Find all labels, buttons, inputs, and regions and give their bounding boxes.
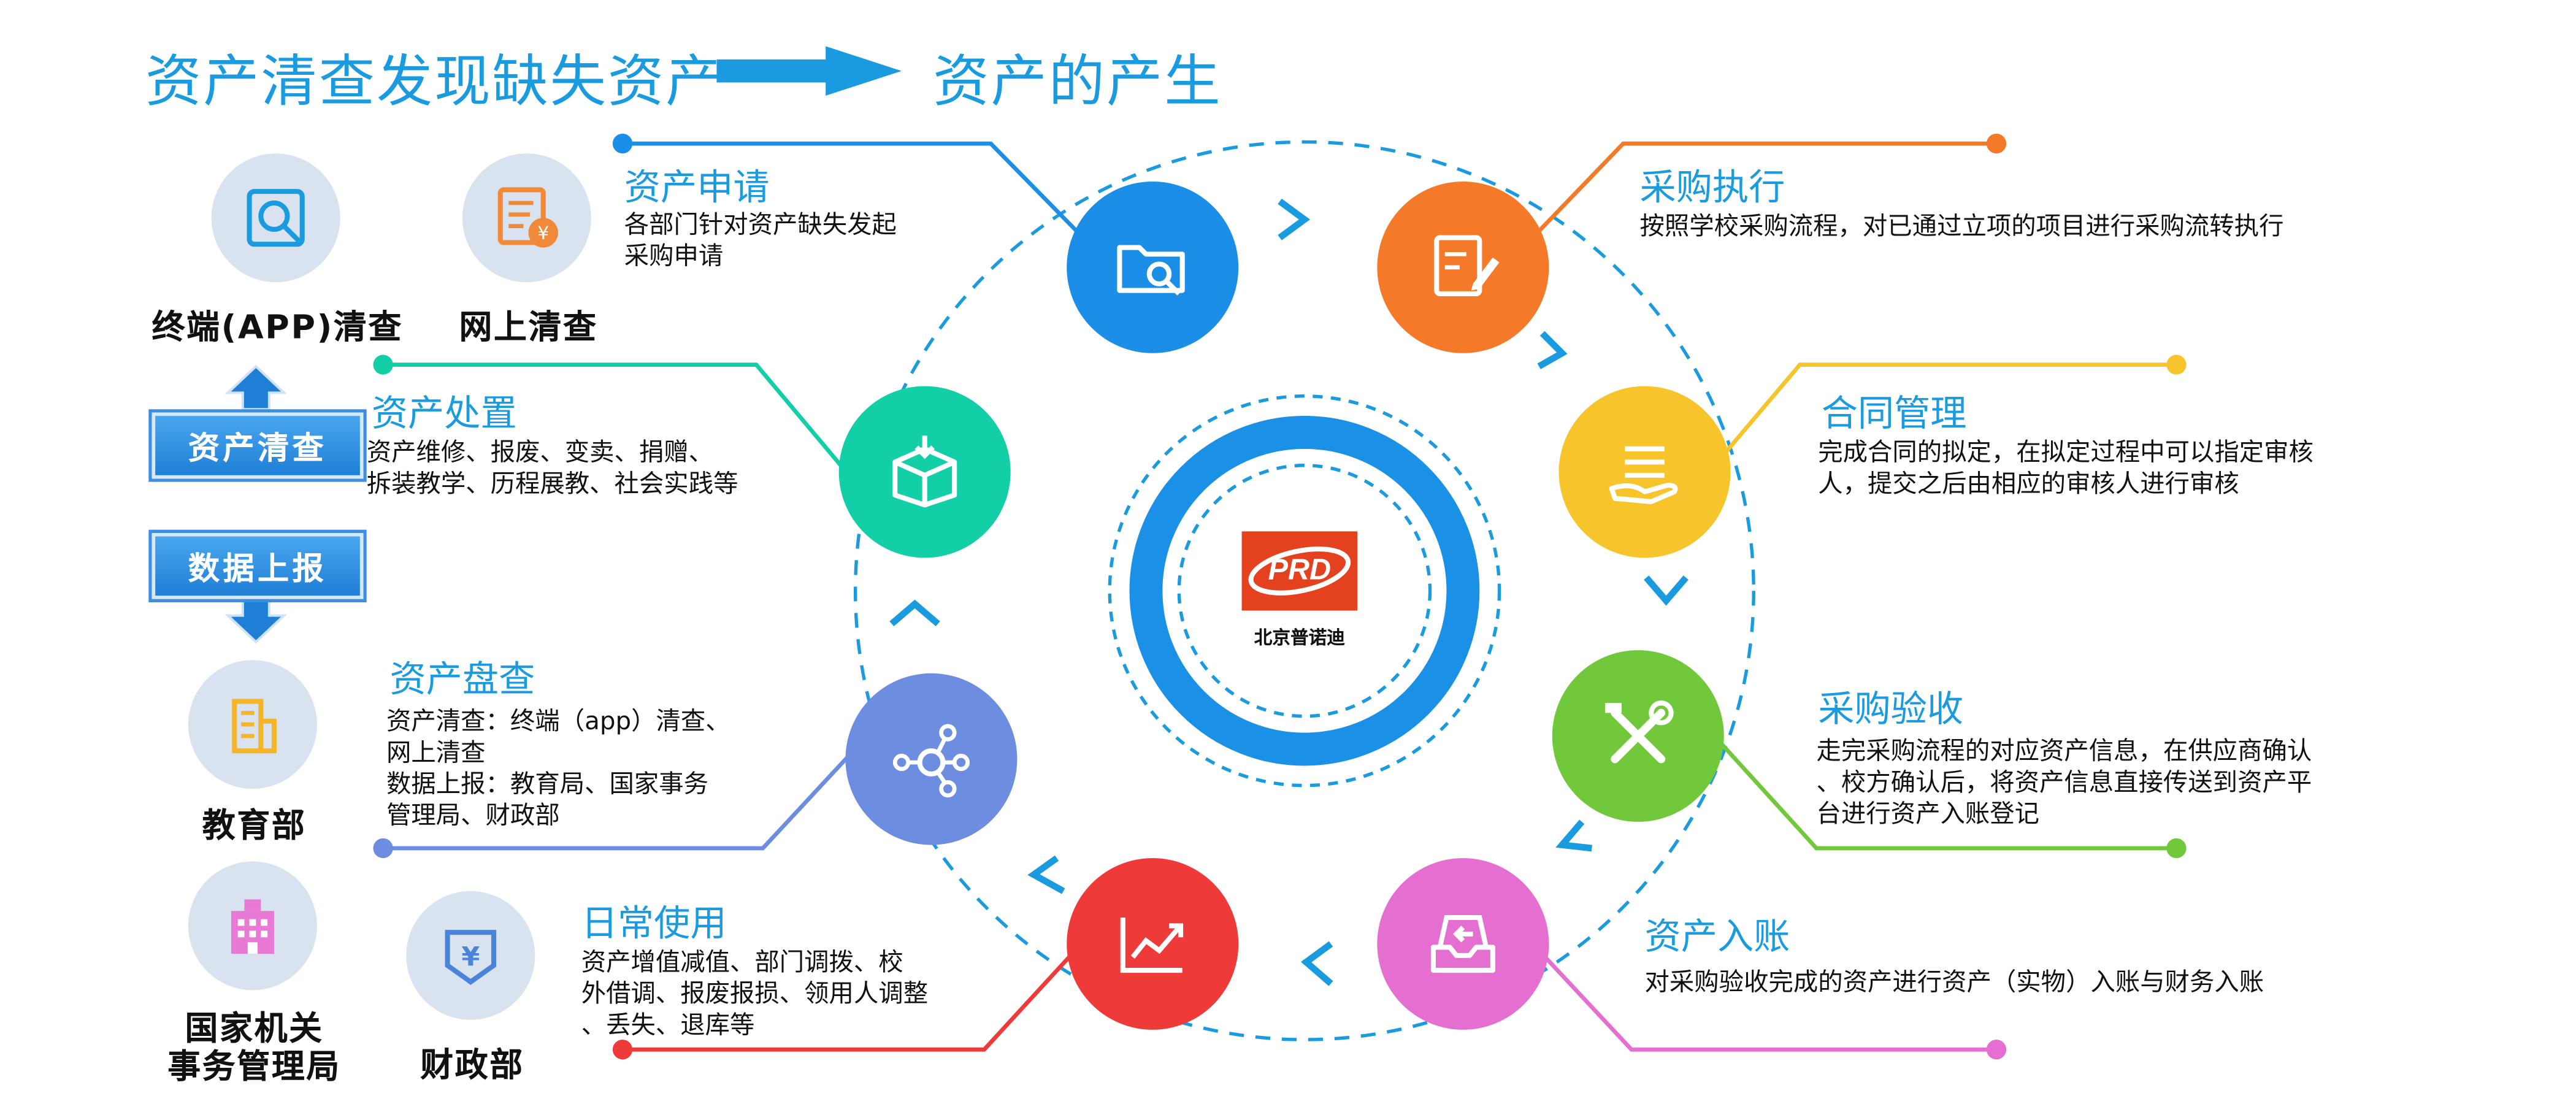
node-acceptance[interactable] (1552, 650, 1724, 822)
chevron-6 (1027, 855, 1065, 894)
center-dash-outer (1108, 394, 1501, 788)
acceptance-desc: 走完采购流程的对应资产信息，在供应商确认 、校方确认后，将资产信息直接传送到资产… (1817, 736, 2444, 830)
education-bureau-label: 教育部 (202, 805, 307, 845)
daily-title: 日常使用 (581, 904, 727, 946)
acceptance-desc-line: 台进行资产入账登记 (1816, 799, 2040, 829)
node-contract[interactable] (1558, 386, 1731, 558)
gov-office-label-line2: 事务管理局 (167, 1046, 341, 1086)
bill-icon: ¥ (497, 187, 558, 248)
logo-mark (1241, 531, 1358, 611)
edit-document-icon (1434, 235, 1500, 296)
leader-inventory (373, 754, 851, 859)
leader-acceptance (1715, 738, 2187, 859)
inventory-desc-line: 管理局、财政部 (386, 800, 560, 830)
logo-text: PRD (1268, 553, 1331, 586)
data-report-button[interactable]: 数据上报 (151, 533, 364, 599)
terminal-check-tile (211, 153, 340, 283)
entry-title: 资产入账 (1644, 917, 1790, 959)
node-daily[interactable] (1067, 858, 1239, 1030)
node-purchase[interactable] (1377, 181, 1549, 353)
arrow-up-icon (224, 364, 288, 411)
company-name: 北京普诺迪 (1254, 627, 1345, 649)
leader-contract (1715, 355, 2187, 464)
building-icon (232, 699, 277, 754)
finance-ministry-label: 财政部 (420, 1045, 524, 1084)
chevron-5 (1300, 941, 1333, 986)
contract-title: 合同管理 (1821, 394, 1967, 436)
apply-desc-line: 采购申请 (624, 240, 724, 271)
header-right-title: 资产的产生 (933, 49, 1222, 116)
header-arrow (716, 46, 902, 96)
entry-desc-line: 对采购验收完成的资产进行资产（实物）入账与财务入账 (1644, 967, 2264, 997)
center-thick-ring (1129, 416, 1480, 766)
entry-desc: 对采购验收完成的资产进行资产（实物）入账与财务入账 (1645, 967, 2471, 999)
svg-text:¥: ¥ (461, 941, 480, 972)
header-left-title: 资产清查发现缺失资产 (145, 49, 724, 116)
tools-icon (1604, 700, 1674, 764)
network-icon (892, 724, 970, 798)
gov-office-tile (188, 861, 317, 991)
dispose-desc-line: 拆装教学、历程展教、社会实践等 (366, 469, 738, 499)
chevron-7 (889, 599, 940, 627)
leader-apply (612, 133, 1078, 233)
apply-title: 资产申请 (624, 168, 770, 210)
office-building-icon (231, 899, 274, 954)
acceptance-desc-line: 走完采购流程的对应资产信息，在供应商确认 (1816, 736, 2312, 766)
apply-desc-line: 各部门针对资产缺失发起 (624, 209, 897, 240)
chevron-3 (1644, 575, 1689, 606)
leader-entry (1537, 949, 2007, 1060)
purchase-desc: 按照学校采购流程，对已通过立项的项目进行采购流转执行 (1639, 211, 2498, 242)
svg-text:¥: ¥ (537, 223, 549, 243)
inventory-desc-line: 数据上报：教育局、国家事务 (386, 769, 709, 799)
arrow-down-icon (224, 597, 288, 644)
acceptance-desc-line: 、校方确认后，将资产信息直接传送到资产平 (1816, 767, 2312, 797)
center-dash-inner (1177, 464, 1432, 718)
dispose-desc: 资产维修、报废、变卖、捐赠、 拆装教学、历程展教、社会实践等 (367, 437, 846, 500)
daily-desc: 资产增值减值、部门调拨、校 外借调、报废报损、领用人调整 、丢失、退库等 (581, 947, 1027, 1041)
online-check-label: 网上清查 (459, 307, 598, 347)
trend-chart-icon (1120, 917, 1184, 973)
asset-check-button[interactable]: 资产清查 (151, 412, 364, 479)
education-bureau-tile (188, 660, 317, 789)
contract-hand-icon (1609, 446, 1678, 504)
yen-shield-icon: ¥ (445, 930, 497, 985)
daily-desc-line: 外借调、报废报损、领用人调整 (581, 978, 929, 1008)
node-entry[interactable] (1377, 858, 1549, 1030)
contract-desc: 完成合同的拟定，在拟定过程中可以指定审核 人，提交之后由相应的审核人进行审核 (1818, 437, 2445, 500)
magnifier-icon (247, 189, 305, 247)
contract-desc-line: 完成合同的拟定，在拟定过程中可以指定审核 (1818, 437, 2313, 467)
folder-search-icon (1117, 245, 1185, 296)
leader-purchase (1537, 133, 2007, 233)
finance-ministry-tile: ¥ (406, 891, 535, 1020)
chevron-4 (1555, 819, 1592, 852)
purchase-title: 采购执行 (1639, 168, 1785, 210)
contract-desc-line: 人，提交之后由相应的审核人进行审核 (1818, 469, 2239, 499)
daily-desc-line: 资产增值减值、部门调拨、校 (581, 947, 903, 977)
dispose-desc-line: 资产维修、报废、变卖、捐赠、 (366, 437, 714, 467)
leader-daily (612, 947, 1078, 1060)
inventory-desc: 资产清查：终端（app）清查、 网上清查 数据上报：教育局、国家事务 管理局、财… (386, 707, 832, 832)
dispose-title: 资产处置 (371, 394, 517, 436)
inventory-title: 资产盘查 (389, 660, 535, 702)
leader-dispose (373, 355, 844, 469)
online-check-tile: ¥ (462, 153, 591, 283)
company-logo: PRD (1241, 531, 1358, 611)
inventory-desc-line: 网上清查 (386, 737, 486, 768)
chevron-2 (1537, 331, 1568, 369)
terminal-check-label: 终端(APP)清查 (151, 307, 404, 347)
apply-desc: 各部门针对资产缺失发起 采购申请 (624, 210, 1021, 272)
purchase-desc-line: 按照学校采购流程，对已通过立项的项目进行采购流转执行 (1639, 211, 2284, 241)
daily-desc-line: 、丢失、退库等 (581, 1010, 755, 1040)
acceptance-title: 采购验收 (1818, 689, 1964, 731)
node-dispose[interactable] (838, 386, 1011, 558)
box-download-icon (892, 435, 957, 508)
chevron-1 (1278, 198, 1311, 240)
inventory-desc-line: 资产清查：终端（app）清查、 (386, 706, 730, 737)
inbox-icon (1430, 914, 1495, 973)
gov-office-label-line1: 国家机关 (185, 1008, 324, 1048)
node-apply[interactable] (1067, 181, 1239, 353)
node-inventory[interactable] (845, 673, 1018, 845)
